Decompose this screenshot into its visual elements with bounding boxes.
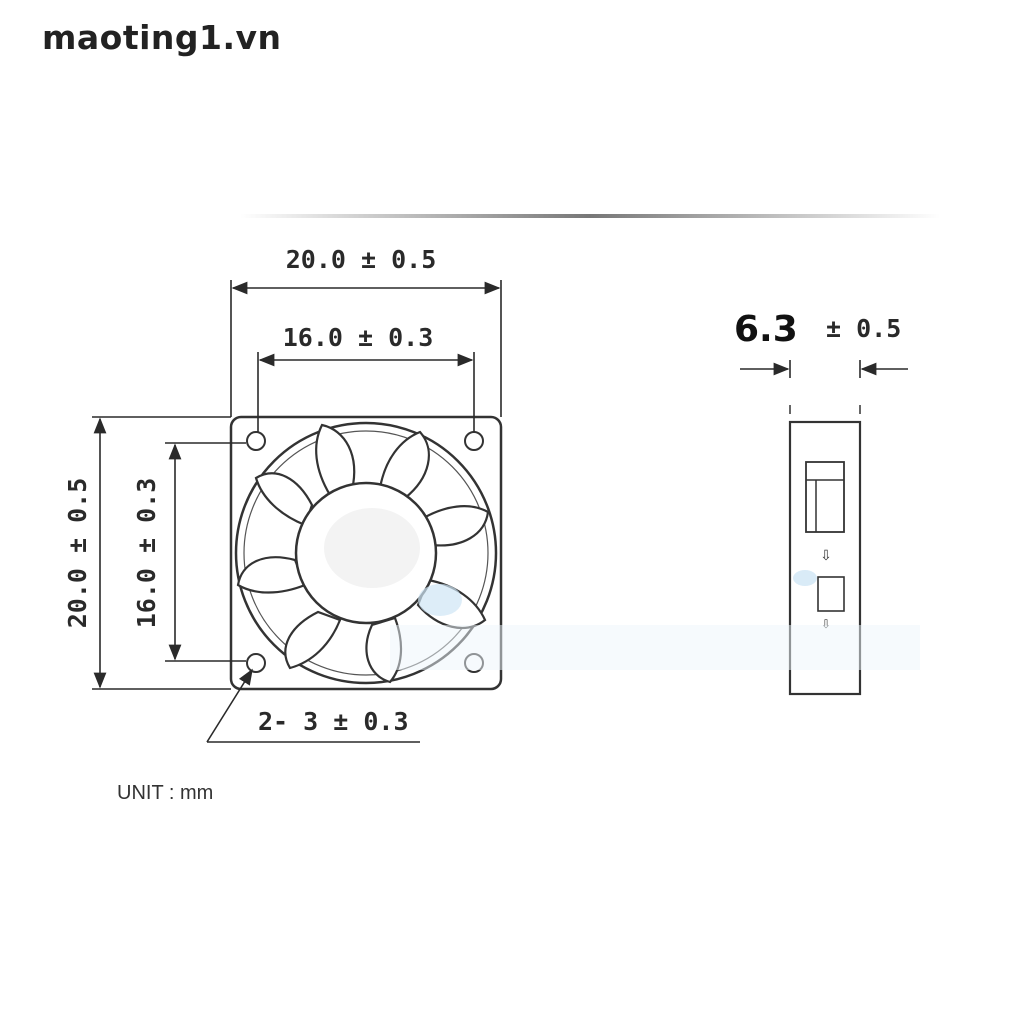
side-label-lower (817, 576, 845, 612)
unit-label: UNIT : mm (117, 782, 214, 804)
arrow-down-small-icon: ⇩ (821, 617, 831, 631)
arrow-down-icon: ⇩ (820, 548, 832, 564)
top-hole-spacing-dimension (257, 352, 475, 432)
fan-shroud (234, 421, 498, 685)
watermark-logo-text: maoting1.vn (42, 18, 282, 57)
thickness-value-label: 6.3 (734, 309, 798, 350)
top-hole-spacing-label: 16.0 ± 0.3 (283, 323, 434, 352)
fan-front-view (229, 415, 503, 691)
hub-highlight (418, 584, 462, 616)
left-outer-height-label: 20.0 ± 0.5 (63, 478, 92, 629)
mount-hole-bottom-left (246, 653, 266, 673)
hole-callout-label: 2- 3 ± 0.3 (258, 707, 409, 736)
left-hole-spacing-dimension (165, 442, 246, 662)
thickness-dimension (740, 360, 908, 378)
top-outer-width-dimension (230, 280, 502, 417)
top-outer-width-label: 20.0 ± 0.5 (286, 245, 437, 274)
separator-line (240, 214, 940, 218)
hole-callout-leader (206, 668, 420, 743)
left-outer-height-dimension (92, 416, 231, 690)
side-label-upper (805, 461, 845, 533)
background-wash (390, 625, 920, 670)
left-hole-spacing-label: 16.0 ± 0.3 (132, 478, 161, 629)
mount-hole-top-left (246, 431, 266, 451)
thickness-tolerance-label: ± 0.5 (826, 314, 901, 343)
